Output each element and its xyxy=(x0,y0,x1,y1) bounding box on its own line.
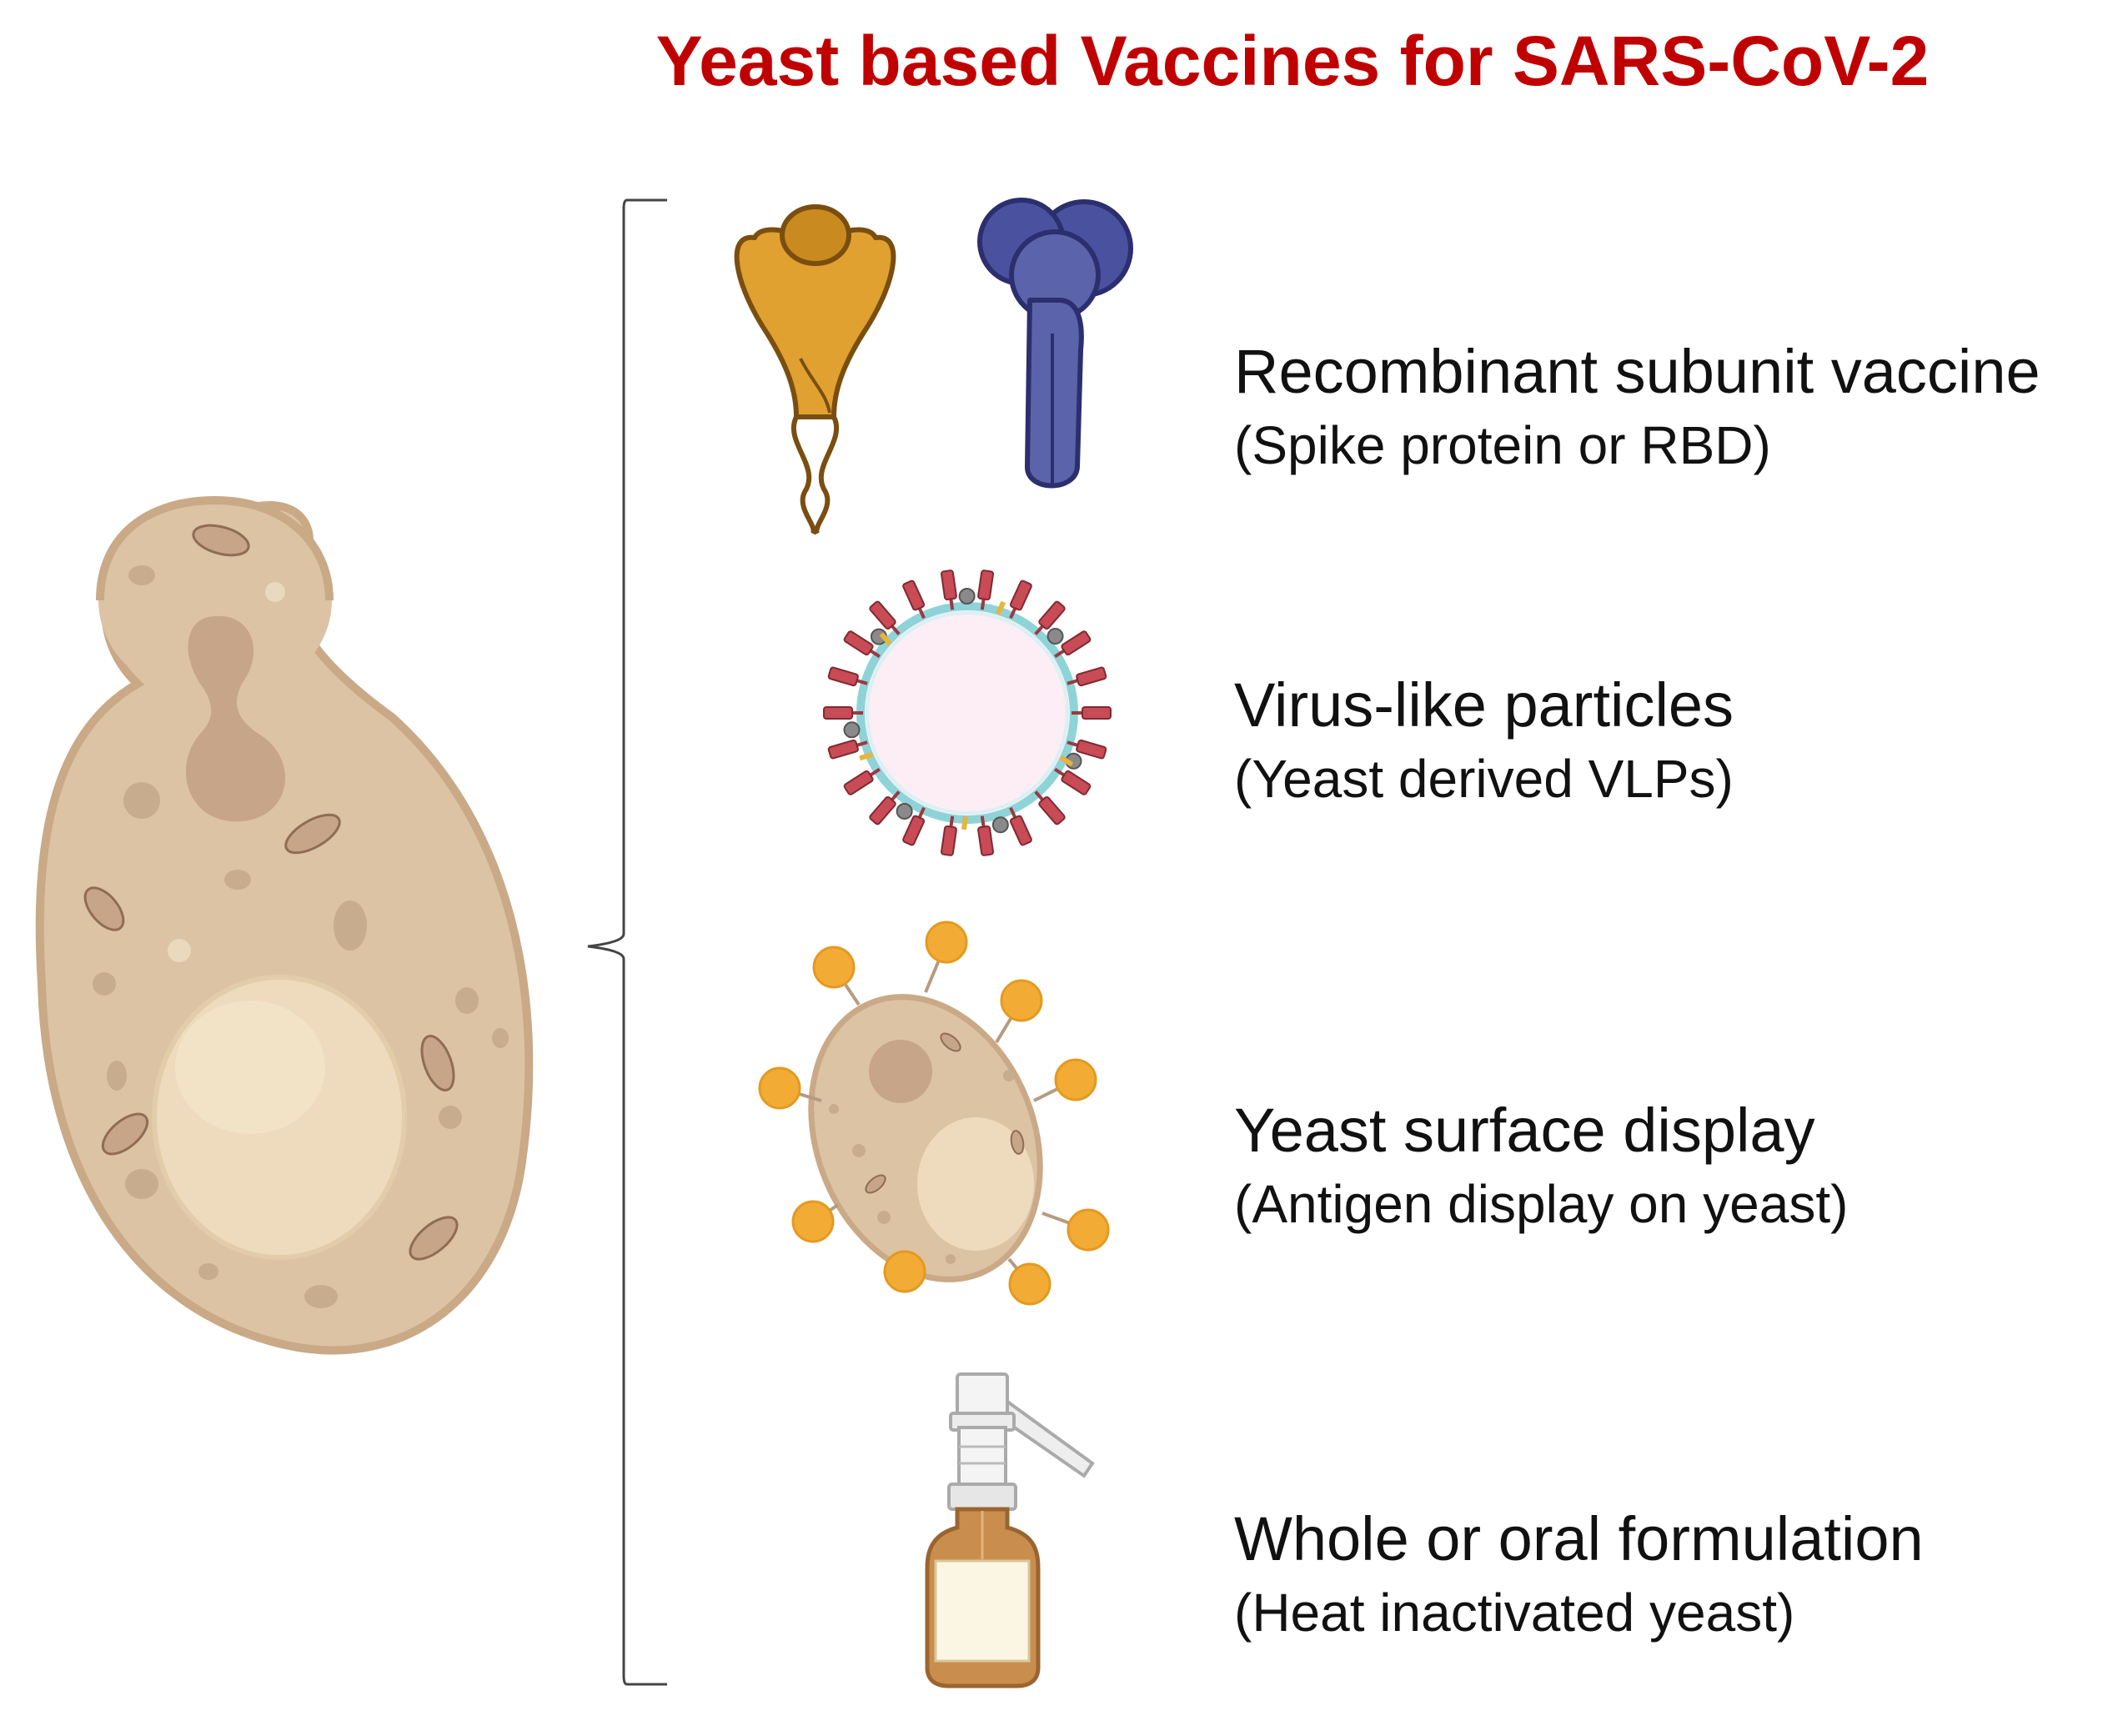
vlp-spike xyxy=(1072,706,1112,720)
antigen-icon xyxy=(1067,1208,1110,1252)
item-label: Recombinant subunit vaccine xyxy=(1234,337,2040,406)
vlp-spike xyxy=(843,630,881,659)
antigen-icon xyxy=(791,1200,835,1243)
antigen-icon xyxy=(925,921,968,964)
antigen-icon xyxy=(883,1250,926,1293)
spike-protein-icon xyxy=(734,198,1133,535)
yeast-cell-icon xyxy=(35,495,534,1355)
vlp-membrane-protein xyxy=(991,816,1009,834)
antigen-icon xyxy=(758,1066,801,1110)
vlp-spike xyxy=(843,767,881,795)
yeast-display-icon xyxy=(758,921,1110,1306)
vlp-spike xyxy=(1009,580,1032,620)
vlp-envelope-protein xyxy=(859,751,874,761)
vlp-spike xyxy=(1067,739,1107,760)
vlp-spike xyxy=(1067,666,1107,687)
antigen-icon xyxy=(1008,1262,1051,1306)
item-sublabel: (Yeast derived VLPs) xyxy=(1234,749,1734,809)
item-label: Yeast surface display xyxy=(1234,1096,1815,1165)
vlp-envelope-protein xyxy=(1059,755,1074,767)
vlp-spike xyxy=(940,569,957,610)
item-virus-like-particles: Virus-like particles (Yeast derived VLPs… xyxy=(1234,667,1734,814)
vlp-membrane-protein xyxy=(896,802,913,820)
vlp-spike xyxy=(1054,767,1092,795)
vlp-spike xyxy=(827,739,868,760)
vlp-membrane-protein xyxy=(843,721,861,739)
vlp-spike xyxy=(827,666,868,687)
vlp-spike xyxy=(902,806,926,846)
item-label: Virus-like particles xyxy=(1234,670,1734,740)
vlp-icon xyxy=(823,569,1112,856)
vlp-membrane-protein xyxy=(1046,628,1064,645)
vlp-spike xyxy=(1054,630,1092,659)
vlp-spike xyxy=(1034,600,1066,635)
vlp-membrane-protein xyxy=(958,588,976,605)
vlp-spike xyxy=(902,580,926,620)
item-yeast-surface-display: Yeast surface display (Antigen display o… xyxy=(1234,1092,1848,1239)
vlp-spike xyxy=(869,790,901,825)
item-label: Whole or oral formulation xyxy=(1234,1504,1924,1573)
vlp-spike xyxy=(1009,806,1032,846)
vlp-spike xyxy=(869,600,901,635)
vlp-envelope-protein xyxy=(961,815,969,830)
antigen-icon xyxy=(812,946,856,989)
antigen-icon xyxy=(1054,1058,1097,1101)
vlp-spike xyxy=(940,815,957,856)
spray-bottle-icon xyxy=(925,1372,1095,1688)
vlp-spike xyxy=(977,815,995,856)
vlp-spike xyxy=(977,569,995,610)
item-sublabel: (Heat inactivated yeast) xyxy=(1234,1583,1795,1643)
grouping-bracket xyxy=(587,198,667,1686)
vlp-spike xyxy=(823,706,863,720)
item-whole-oral-formulation: Whole or oral formulation (Heat inactiva… xyxy=(1234,1501,1924,1648)
item-sublabel: (Spike protein or RBD) xyxy=(1234,415,1771,475)
antigen-icon xyxy=(1000,979,1043,1022)
vlp-spike xyxy=(1034,790,1066,825)
diagram-title: Yeast based Vaccines for SARS-CoV-2 xyxy=(655,22,1930,100)
item-sublabel: (Antigen display on yeast) xyxy=(1234,1174,1849,1234)
item-recombinant-subunit: Recombinant subunit vaccine (Spike prote… xyxy=(1234,334,2040,480)
vlp-envelope-protein xyxy=(996,600,1006,615)
vlp-envelope-protein xyxy=(879,632,892,646)
